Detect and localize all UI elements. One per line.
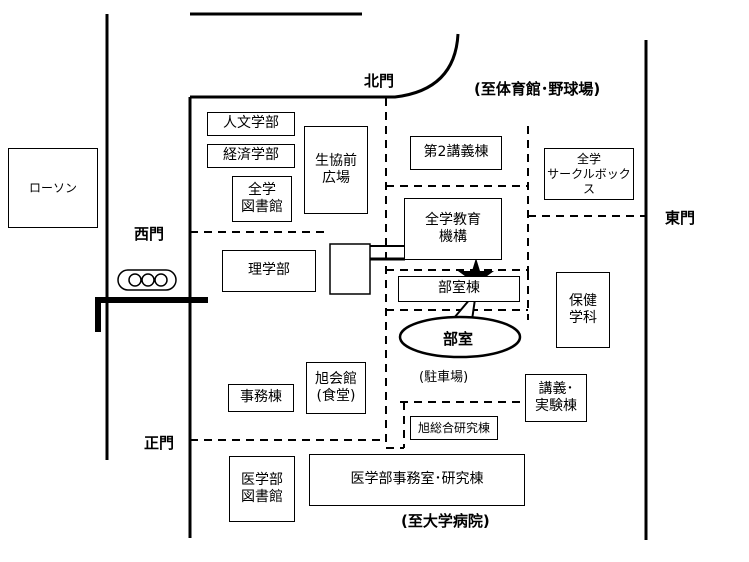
lecture-lab-building: 講義･ 実験棟 (525, 374, 587, 422)
station-dot (128, 273, 142, 287)
parking-label: (駐車場) (419, 370, 469, 385)
medical-library: 医学部 図書館 (229, 456, 295, 522)
north-gate-label: 北門 (364, 72, 395, 90)
railway-crossing (95, 297, 208, 332)
circle-box-building: 全学 サークルボックス (544, 148, 634, 200)
club-building: 部室棟 (398, 276, 520, 302)
asahi-research-building: 旭総合研究棟 (410, 416, 498, 440)
unlabeled-building (329, 243, 371, 295)
science-building: 理学部 (222, 250, 316, 292)
general-education-building: 全学教育 機構 (404, 198, 502, 260)
target-star (458, 258, 494, 292)
medical-office-building: 医学部事務室･研究棟 (309, 454, 525, 506)
callout-bubble (398, 315, 522, 359)
north-road (190, 33, 460, 99)
humanities-building: 人文学部 (207, 112, 295, 136)
health-building: 保健 学科 (556, 272, 610, 348)
east-gate-label: 東門 (665, 209, 696, 227)
station-dot (154, 273, 168, 287)
library-building: 全学 図書館 (232, 176, 292, 222)
lawson-store: ローソン (8, 148, 98, 228)
gym-direction-label: (至体育館･野球場) (474, 80, 601, 98)
economics-building: 経済学部 (207, 144, 295, 168)
asahi-hall: 旭会館 (食堂) (306, 362, 366, 414)
campus-paths (190, 98, 646, 449)
coop-plaza: 生協前 広場 (304, 126, 368, 214)
admin-building: 事務棟 (228, 384, 294, 412)
station-dot (141, 273, 155, 287)
main-gate-label: 正門 (144, 434, 175, 452)
west-gate-label: 西門 (134, 225, 165, 243)
club-room-callout-label: 部室 (443, 330, 474, 348)
lecture-building-2: 第2講義棟 (410, 136, 502, 170)
hospital-direction-label: (至大学病院) (401, 512, 490, 530)
